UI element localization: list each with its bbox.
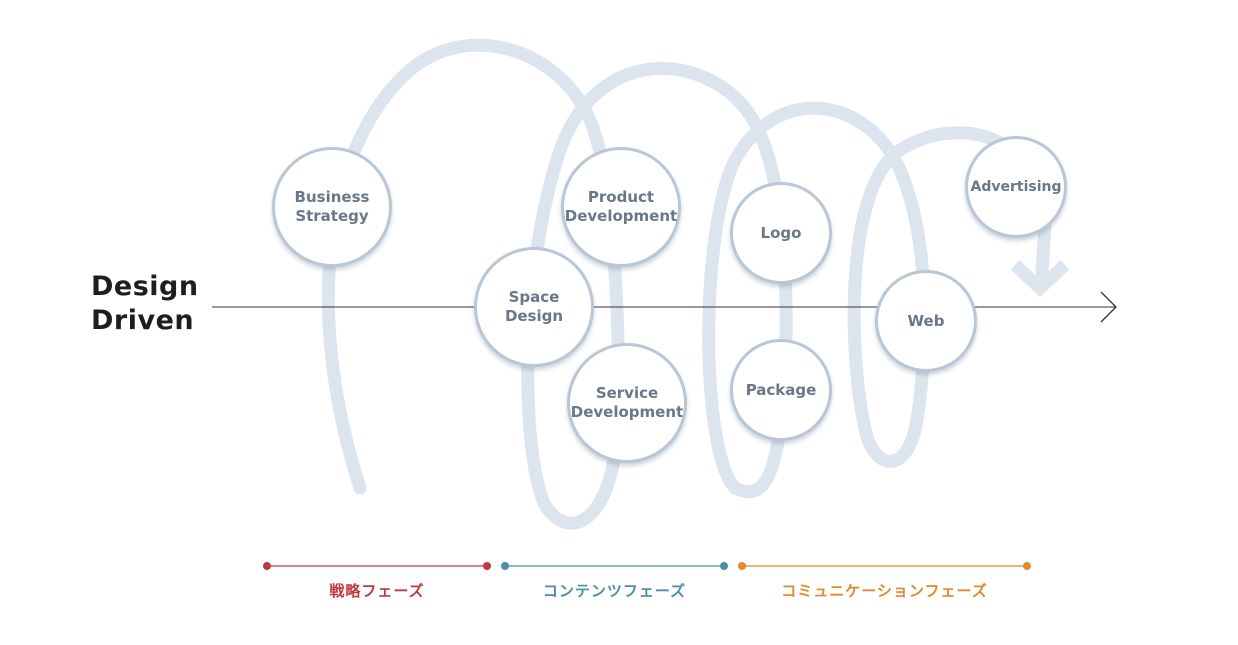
node-advertising: Advertising [965, 136, 1067, 238]
phase-dot-contents-start [501, 562, 509, 570]
diagram-title: Design Driven [91, 270, 199, 338]
node-label: Development [564, 207, 678, 225]
node-logo: Logo [730, 182, 832, 284]
node-space-design: Space Design [474, 247, 594, 367]
phase-label-strategy: 戦略フェーズ [329, 582, 425, 600]
timeline-arrow-icon [1100, 291, 1117, 323]
phase-dot-strategy-start [263, 562, 271, 570]
node-product-development: Product Development [561, 147, 681, 267]
node-label: Strategy [295, 207, 369, 225]
phase-dot-communication-end [1023, 562, 1031, 570]
node-label: Service [595, 384, 659, 402]
node-label: Package [745, 380, 817, 399]
title-line-2: Driven [91, 305, 195, 336]
node-label: Design [504, 307, 564, 325]
node-business-strategy: Business Strategy [272, 147, 392, 267]
node-label: Web [907, 311, 945, 330]
phase-label-communication: コミュニケーションフェーズ [781, 582, 988, 600]
node-package: Package [730, 339, 832, 441]
spiral-path [321, 38, 1052, 530]
node-label: Logo [760, 223, 802, 242]
spiral-arrowhead-icon [1010, 260, 1070, 297]
node-service-development: Service Development [567, 343, 687, 463]
phase-dot-contents-end [720, 562, 728, 570]
node-label: Product [587, 188, 655, 206]
phase-dot-strategy-end [483, 562, 491, 570]
title-line-1: Design [91, 271, 199, 302]
phase-label-contents: コンテンツフェーズ [542, 582, 687, 600]
phase-dot-communication-start [738, 562, 746, 570]
node-label: Advertising [970, 178, 1062, 195]
node-web: Web [875, 270, 977, 372]
node-label: Business [294, 188, 370, 206]
node-label: Space [508, 288, 560, 306]
node-label: Development [570, 403, 684, 421]
